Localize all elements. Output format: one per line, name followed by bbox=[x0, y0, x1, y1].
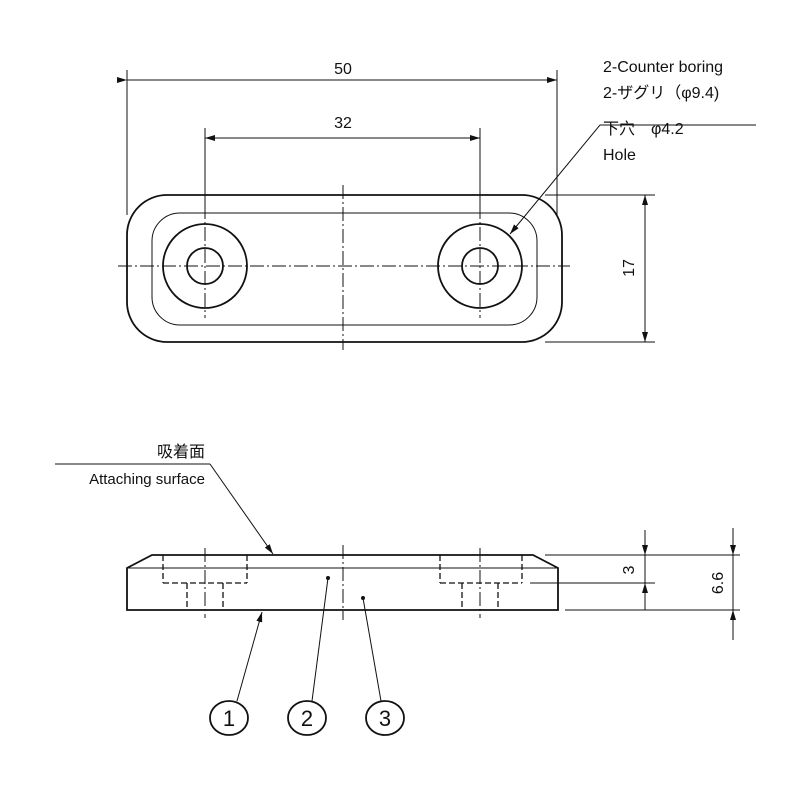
callout-zaguri: 2-ザグリ（φ9.4) bbox=[603, 84, 719, 102]
callout-hole: Hole bbox=[603, 147, 636, 164]
inner-outline bbox=[151, 212, 538, 326]
balloon-2-dot bbox=[326, 576, 330, 580]
balloon-3: 3 bbox=[365, 700, 405, 736]
dim-overall-length: 50 bbox=[334, 61, 352, 78]
dim-hole-pitch: 32 bbox=[334, 115, 352, 132]
surface-leader bbox=[209, 463, 274, 555]
balloon-2-leader bbox=[311, 577, 329, 702]
balloon-2-label: 2 bbox=[301, 706, 313, 731]
callout-shitaana: 下穴 φ4.2 bbox=[603, 120, 684, 138]
side-view: 3 6.6 吸着面 Attaching surface 1 2 3 bbox=[55, 443, 740, 736]
balloon-1-label: 1 bbox=[223, 706, 235, 731]
balloon-2: 2 bbox=[287, 700, 327, 736]
balloon-1: 1 bbox=[209, 700, 249, 736]
dim-width: 17 bbox=[621, 259, 638, 277]
dim-thickness: 6.6 bbox=[710, 572, 727, 594]
surface-label-ja: 吸着面 bbox=[157, 443, 205, 461]
balloon-3-leader bbox=[362, 597, 382, 702]
outer-outline bbox=[126, 194, 563, 343]
balloon-1-leader bbox=[236, 611, 263, 702]
top-view: 50 32 17 2-Counter boring 2-ザグリ（φ9.4) 下穴… bbox=[117, 59, 756, 350]
balloon-3-label: 3 bbox=[379, 706, 391, 731]
callout-leader bbox=[509, 124, 601, 235]
surface-label-en: Attaching surface bbox=[89, 471, 205, 488]
balloon-3-dot bbox=[361, 596, 365, 600]
dim-counterbore-depth: 3 bbox=[621, 565, 638, 574]
callout-counter-boring: 2-Counter boring bbox=[603, 59, 723, 76]
